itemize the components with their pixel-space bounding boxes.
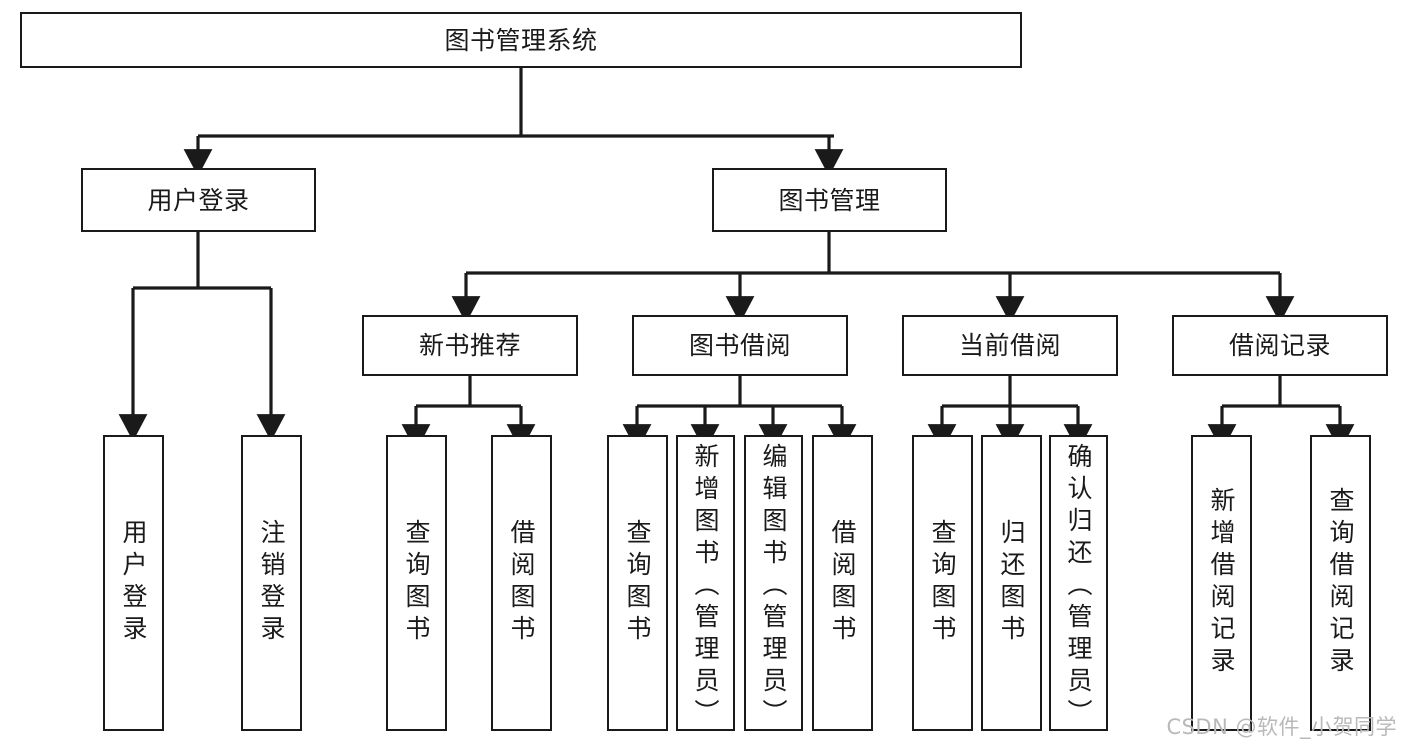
leaf-borrow-record-add-record-label: 新增借阅记录 bbox=[1207, 487, 1236, 679]
leaf-current-borrow-query-books-label: 查询图书 bbox=[928, 519, 957, 647]
leaf-book-borrow-edit-book-admin-label: 编辑图书（管理员） bbox=[759, 443, 788, 731]
node-book-borrow-label: 图书借阅 bbox=[688, 331, 791, 360]
node-borrow-record-label: 借阅记录 bbox=[1228, 331, 1331, 360]
watermark-text: CSDN @软件_小贺同学 bbox=[1166, 715, 1397, 739]
node-root-book-management-system[interactable]: 图书管理系统 bbox=[20, 12, 1022, 68]
leaf-user-login-logout-label: 注销登录 bbox=[257, 519, 286, 647]
leaf-user-login-login-label: 用户登录 bbox=[119, 519, 148, 647]
node-user-login-label: 用户登录 bbox=[147, 185, 250, 215]
leaf-current-borrow-return-books-label: 归还图书 bbox=[997, 519, 1026, 647]
leaf-book-borrow-query-books[interactable]: 查询图书 bbox=[607, 435, 668, 731]
leaf-current-borrow-confirm-return-admin[interactable]: 确认归还（管理员） bbox=[1049, 435, 1108, 731]
leaf-book-borrow-borrow-books[interactable]: 借阅图书 bbox=[812, 435, 873, 731]
leaf-user-login-logout[interactable]: 注销登录 bbox=[241, 435, 302, 731]
leaf-book-borrow-edit-book-admin[interactable]: 编辑图书（管理员） bbox=[744, 435, 803, 731]
node-book-borrow[interactable]: 图书借阅 bbox=[632, 315, 848, 376]
leaf-current-borrow-query-books[interactable]: 查询图书 bbox=[912, 435, 973, 731]
node-current-borrow[interactable]: 当前借阅 bbox=[902, 315, 1118, 376]
leaf-book-borrow-add-book-admin[interactable]: 新增图书（管理员） bbox=[676, 435, 735, 731]
node-book-management-label: 图书管理 bbox=[778, 185, 881, 215]
leaf-new-book-query-books-label: 查询图书 bbox=[402, 519, 431, 647]
leaf-borrow-record-query-record[interactable]: 查询借阅记录 bbox=[1310, 435, 1371, 731]
leaf-user-login-login[interactable]: 用户登录 bbox=[103, 435, 164, 731]
node-user-login[interactable]: 用户登录 bbox=[81, 168, 316, 232]
leaf-book-borrow-borrow-books-label: 借阅图书 bbox=[828, 519, 857, 647]
leaf-new-book-query-books[interactable]: 查询图书 bbox=[386, 435, 447, 731]
leaf-book-borrow-add-book-admin-label: 新增图书（管理员） bbox=[691, 443, 720, 731]
leaf-borrow-record-add-record[interactable]: 新增借阅记录 bbox=[1191, 435, 1252, 731]
node-new-book-recommend[interactable]: 新书推荐 bbox=[362, 315, 578, 376]
leaf-current-borrow-return-books[interactable]: 归还图书 bbox=[981, 435, 1042, 731]
node-current-borrow-label: 当前借阅 bbox=[958, 331, 1061, 360]
leaf-borrow-record-query-record-label: 查询借阅记录 bbox=[1326, 487, 1355, 679]
node-borrow-record[interactable]: 借阅记录 bbox=[1172, 315, 1388, 376]
node-new-book-recommend-label: 新书推荐 bbox=[418, 331, 521, 360]
leaf-book-borrow-query-books-label: 查询图书 bbox=[623, 519, 652, 647]
leaf-current-borrow-confirm-return-admin-label: 确认归还（管理员） bbox=[1064, 443, 1093, 731]
leaf-new-book-borrow-books-label: 借阅图书 bbox=[507, 519, 536, 647]
leaf-new-book-borrow-books[interactable]: 借阅图书 bbox=[491, 435, 552, 731]
node-book-management[interactable]: 图书管理 bbox=[712, 168, 947, 232]
node-root-label: 图书管理系统 bbox=[444, 25, 598, 55]
